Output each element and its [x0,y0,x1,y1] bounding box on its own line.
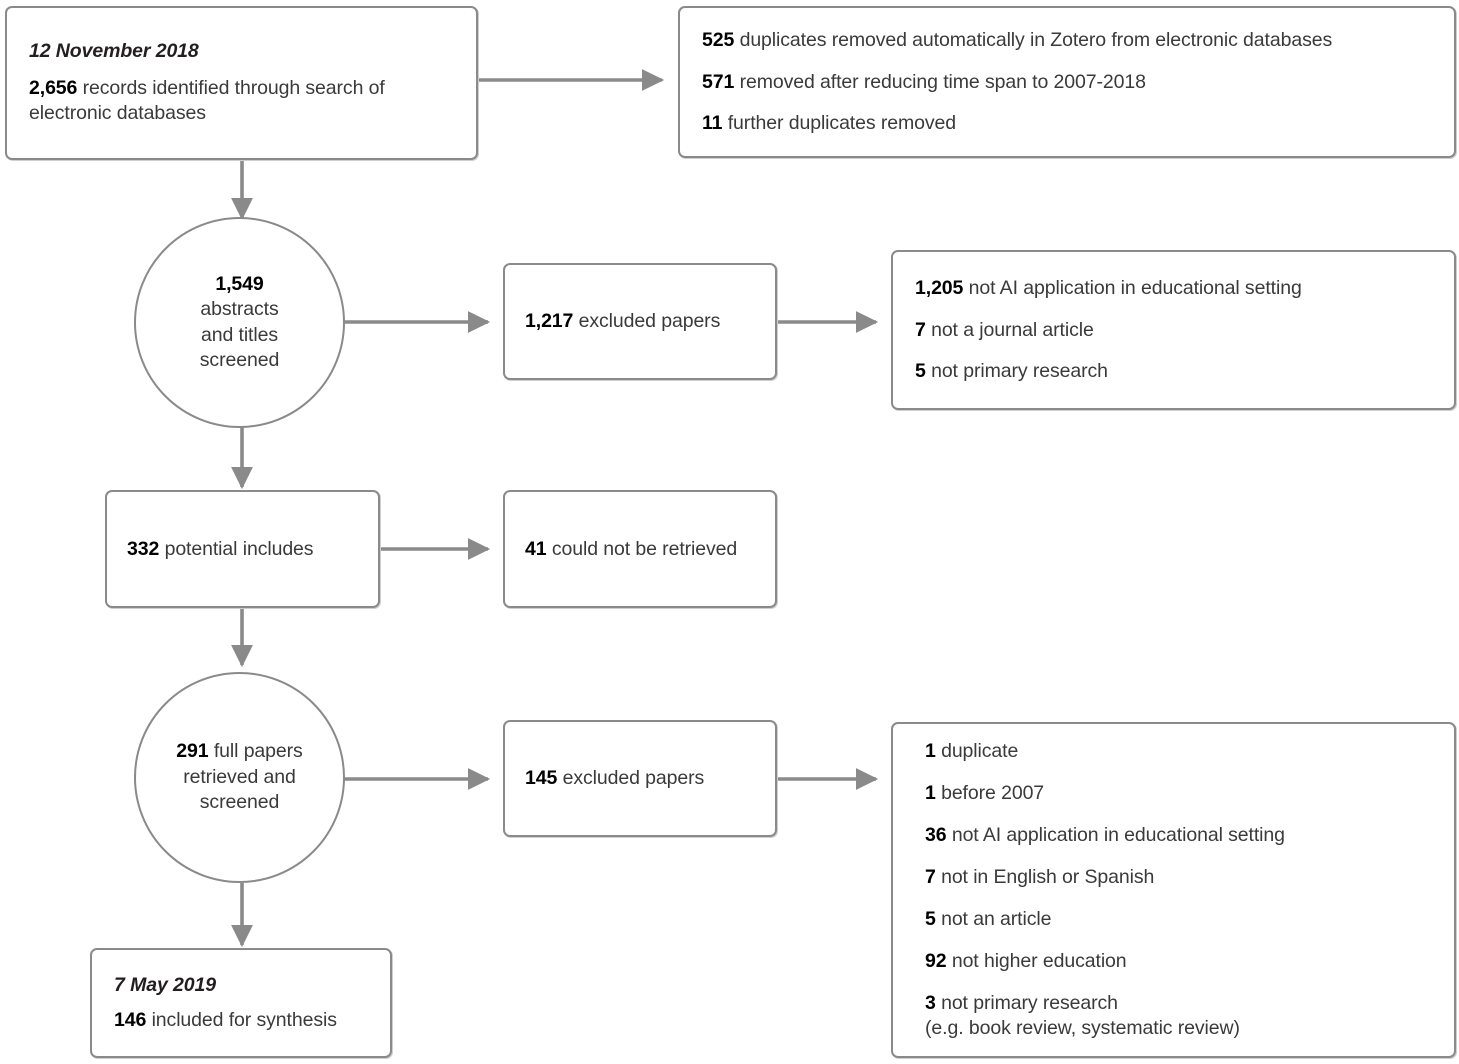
node-records-identified: 12 November 2018 2,656 records identifie… [5,6,478,160]
full-papers-line1: full papers [213,740,303,763]
node-full-papers-circle: 291 full papers retrieved and screened [134,672,345,883]
screening-reason-text: not a journal article [925,318,1094,341]
included-label: included for synthesis [146,1008,337,1031]
node-exclusion-reasons-screening: 1,205 not AI application in educational … [891,250,1456,410]
fulltext-reason-text: not an article [935,908,1052,930]
identification-records: 2,656 records identified through search … [29,76,454,126]
fulltext-reason-text: not in English or Spanish [935,866,1155,889]
fulltext-reason-count: 1 [925,782,936,805]
not-retrieved-count: 41 [525,537,547,560]
node-duplicates-removed: 525 duplicates removed automatically in … [678,6,1456,158]
excluded-fulltext-label: excluded papers [557,767,705,789]
screening-reason-count: 7 [915,318,926,341]
full-papers-line3: screened [199,791,280,814]
duplicate-reason-count: 11 [702,112,723,135]
abstracts-screened-line1: abstracts [200,298,279,321]
screening-reason-item: 7 not a journal article [915,318,1432,343]
abstracts-screened-line2: and titles [200,323,279,346]
screening-reason-item: 5 not primary research [915,359,1432,384]
excluded-fulltext-text: 145 excluded papers [525,767,755,790]
duplicate-reason-text: removed after reducing time span to 2007… [734,70,1146,93]
excluded-screening-label: excluded papers [573,310,721,332]
fulltext-reason-text: not higher education [946,949,1127,972]
screening-reason-text: not AI application in educational settin… [963,276,1302,299]
duplicate-reason-item: 525 duplicates removed automatically in … [702,28,1432,53]
excluded-fulltext-count: 145 [525,767,558,789]
potential-includes-text: 332 potential includes [127,538,358,561]
fulltext-reason-item: 92 not higher education [925,949,1432,974]
screening-reason-text: not primary research [925,360,1108,383]
node-not-retrieved: 41 could not be retrieved [503,490,777,608]
fulltext-reason-item: 7 not in English or Spanish [925,865,1432,890]
abstracts-screened-line3: screened [199,348,280,371]
fulltext-reason-item: 1 before 2007 [925,781,1432,806]
fulltext-reason-count: 5 [925,908,936,930]
fulltext-reason-text: not primary research [935,991,1118,1014]
identification-date: 12 November 2018 [29,40,199,63]
fulltext-reason-item: 36 not AI application in educational set… [925,823,1432,848]
full-papers-line2: retrieved and [183,765,296,788]
not-retrieved-text: 41 could not be retrieved [525,538,755,561]
abstracts-screened-count: 1,549 [215,272,264,295]
included-date: 7 May 2019 [114,973,216,996]
fulltext-reason-count: 36 [925,824,947,847]
screening-reason-item: 1,205 not AI application in educational … [915,276,1432,301]
full-papers-count: 291 [176,740,209,763]
identification-count: 2,656 [29,77,78,100]
fulltext-reason-text: before 2007 [935,782,1045,805]
fulltext-reason-count: 1 [925,740,936,763]
fulltext-reason-count: 92 [925,949,947,972]
included-count: 146 [114,1008,147,1031]
fulltext-reason-text: not AI application in educational settin… [946,824,1285,847]
identification-text: records identified through search of ele… [29,77,385,124]
duplicate-reason-count: 525 [702,28,735,51]
fulltext-reason-note: (e.g. book review, systematic review) [925,1016,1240,1039]
node-excluded-screening: 1,217 excluded papers [503,263,777,380]
fulltext-reason-count: 3 [925,991,936,1014]
abstracts-screened-text: 1,549 abstracts and titles screened [186,272,293,373]
screening-reason-count: 1,205 [915,276,964,299]
not-retrieved-label: could not be retrieved [546,537,738,560]
fulltext-reason-item: 5 not an article [925,907,1432,932]
excluded-screening-text: 1,217 excluded papers [525,310,755,333]
fulltext-reason-count: 7 [925,866,936,889]
screening-reason-count: 5 [915,360,926,383]
duplicate-reason-text: duplicates removed automatically in Zote… [734,28,1333,51]
duplicate-reason-item: 571 removed after reducing time span to … [702,70,1432,95]
fulltext-reason-text: duplicate [935,740,1019,763]
potential-includes-label: potential includes [159,537,314,560]
duplicate-reason-count: 571 [702,70,735,93]
duplicate-reason-item: 11 further duplicates removed [702,111,1432,136]
potential-includes-count: 332 [127,537,160,560]
node-included-for-synthesis: 7 May 2019 146 included for synthesis [90,948,392,1058]
node-abstracts-screened-circle: 1,549 abstracts and titles screened [134,217,345,428]
fulltext-reason-item: 3 not primary research [925,991,1432,1016]
node-excluded-fulltext: 145 excluded papers [503,720,777,837]
node-exclusion-reasons-fulltext: 1 duplicate 1 before 2007 36 not AI appl… [891,722,1456,1058]
included-text: 146 included for synthesis [114,1008,368,1033]
excluded-screening-count: 1,217 [525,310,574,332]
fulltext-reason-item: 1 duplicate [925,739,1432,764]
full-papers-text: 291 full papers retrieved and screened [162,739,316,815]
duplicate-reason-text: further duplicates removed [722,112,957,135]
node-potential-includes: 332 potential includes [105,490,380,608]
